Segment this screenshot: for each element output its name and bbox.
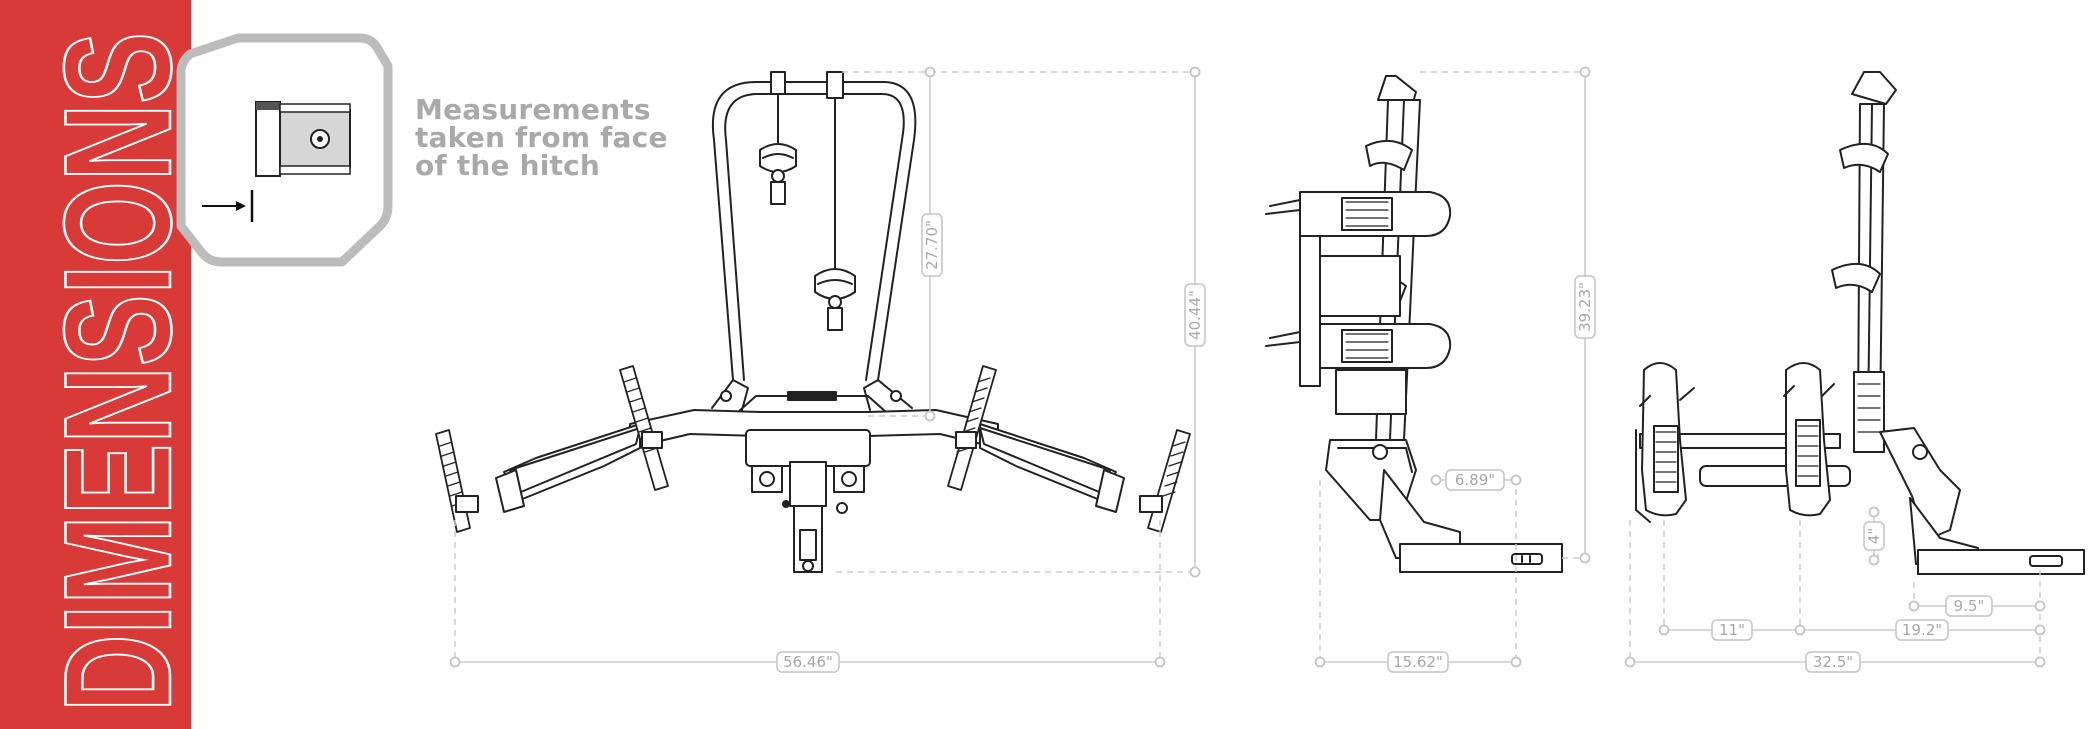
dim-hitch-to-tray-label: 9.5" <box>1954 597 1985 615</box>
side-view-drawing <box>1265 75 1563 573</box>
dim-hitch-to-tray: 9.5" <box>1945 595 1993 617</box>
hitch-badge <box>176 33 393 267</box>
dimension-labels: 56.46" 15.62" 6.89" 32.5" 11" 19.2" 9.5" <box>776 213 1993 673</box>
dim-rear-tray-offset: 19.2" <box>1895 619 1949 641</box>
dim-overall-width: 56.46" <box>776 651 840 673</box>
dim-tray-lift: 4" <box>1863 521 1885 551</box>
measurement-note: Measurements taken from face of the hitc… <box>415 96 668 180</box>
dim-folded-depth: 32.5" <box>1805 651 1861 673</box>
dim-side-offset: 6.89" <box>1445 469 1505 491</box>
hitch-receiver-icon <box>255 101 351 177</box>
dim-overall-height-label: 40.44" <box>1186 290 1204 340</box>
note-line-2: taken from face <box>415 121 668 154</box>
dim-rear-tray-offset-label: 19.2" <box>1902 621 1942 639</box>
note-line-1: Measurements <box>415 93 651 126</box>
note-line-3: of the hitch <box>415 149 601 182</box>
arrow-right-icon <box>202 190 254 222</box>
dim-tray-spacing-label: 11" <box>1719 621 1745 639</box>
dim-folded-height-label: 39.23" <box>1576 282 1594 332</box>
dim-side-offset-label: 6.89" <box>1455 471 1495 489</box>
dim-side-depth: 15.62" <box>1387 651 1449 673</box>
dimension-endpoints <box>449 66 2046 668</box>
dim-overall-height: 40.44" <box>1184 283 1206 347</box>
dim-folded-depth-label: 32.5" <box>1813 653 1853 671</box>
dim-folded-height: 39.23" <box>1574 275 1596 339</box>
dimension-lines <box>454 71 2041 660</box>
dim-tray-lift-label: 4" <box>1865 528 1883 544</box>
dim-side-depth-label: 15.62" <box>1393 653 1443 671</box>
dim-tray-spacing: 11" <box>1711 619 1753 641</box>
side-banner: DIMENSIONS <box>0 0 191 729</box>
banner-title: DIMENSIONS <box>33 32 191 712</box>
dim-overall-width-label: 56.46" <box>783 653 833 671</box>
dim-mast-height: 27.70" <box>921 213 943 277</box>
dim-mast-height-label: 27.70" <box>923 220 941 270</box>
folded-view-drawing <box>1635 71 2085 575</box>
front-view-drawing <box>435 71 1191 573</box>
